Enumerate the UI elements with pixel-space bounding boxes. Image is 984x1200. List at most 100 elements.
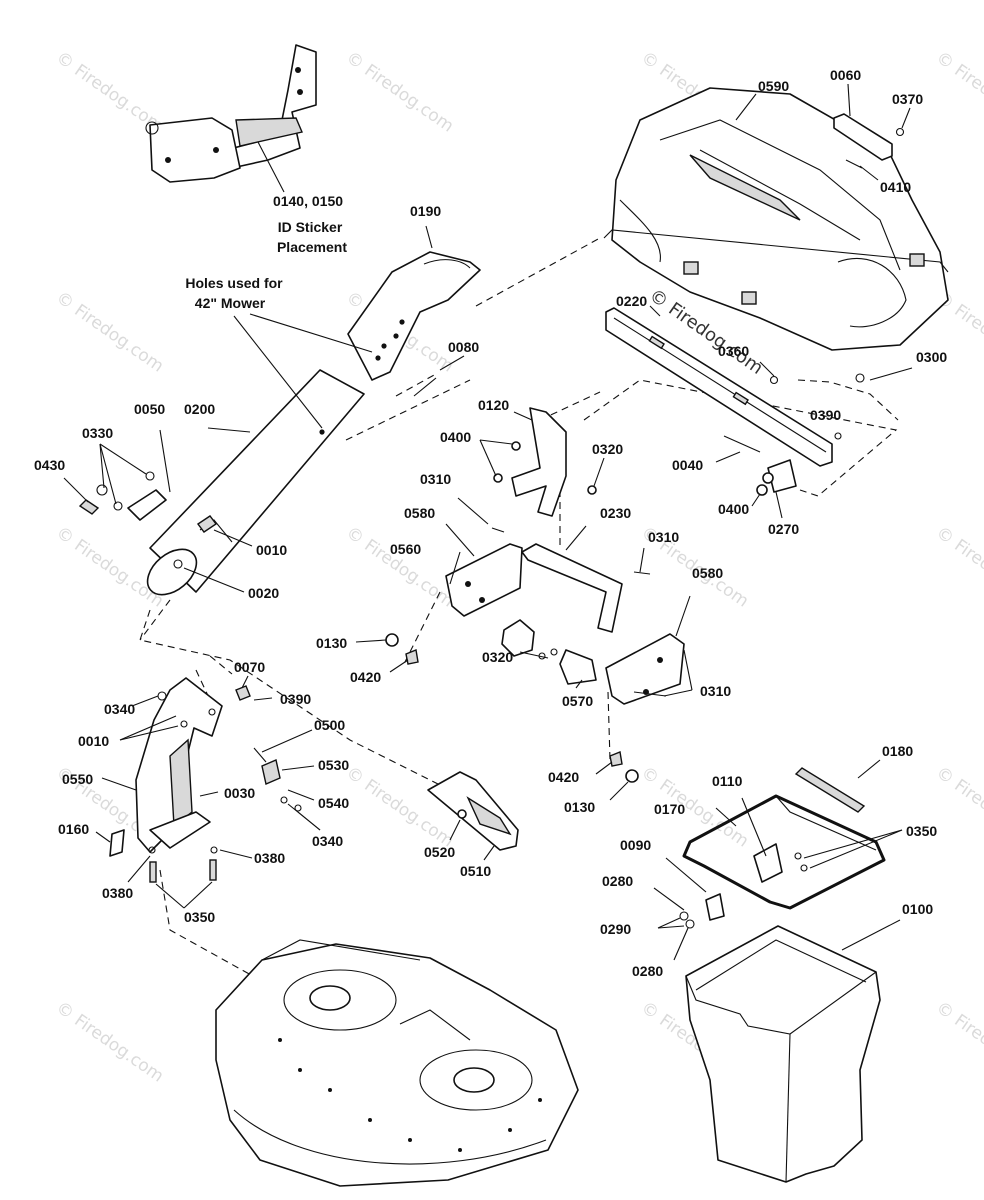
watermark: © Firedog.com [52, 288, 167, 377]
callout-label: 0390 [280, 691, 311, 707]
callout-label: 0550 [62, 771, 93, 787]
callout-label: 0090 [620, 837, 651, 853]
callout-label: 0200 [184, 401, 215, 417]
deflector-shield [427, 771, 519, 861]
callout-label: 0410 [880, 179, 911, 195]
callout-label: 0380 [102, 885, 133, 901]
watermark: © Firedog.com [932, 998, 984, 1087]
callout-label: 0040 [672, 457, 703, 473]
id-sticker-note-line3: Placement [277, 239, 347, 255]
callout-label: 0230 [600, 505, 631, 521]
latch-assembly [501, 619, 597, 689]
callout-label: 0420 [548, 769, 579, 785]
callout-label: 0170 [654, 801, 685, 817]
center-bracket [479, 407, 605, 517]
callout-label: 0320 [592, 441, 623, 457]
rail-bracket [751, 459, 797, 519]
callout-label: 0270 [768, 521, 799, 537]
callout-label: 0180 [882, 743, 913, 759]
callout-label: 0370 [892, 91, 923, 107]
deflector-assembly [95, 675, 321, 909]
holes-leader [249, 313, 373, 353]
callout-label: 0590 [758, 78, 789, 94]
watermark: © Firedog.com [52, 523, 167, 612]
watermark: © Firedog.com [932, 523, 984, 612]
callout-label: 0570 [562, 693, 593, 709]
callout-label: 0220 [616, 293, 647, 309]
callout-label: 0340 [104, 701, 135, 717]
callout-label: 0280 [602, 873, 633, 889]
watermark: © Firedog.com [52, 48, 167, 137]
callout-label: 0310 [648, 529, 679, 545]
callout-label: 0560 [390, 541, 421, 557]
upper-chute [347, 225, 481, 381]
callout-label: 0500 [314, 717, 345, 733]
callout-label: 0020 [248, 585, 279, 601]
bag-handle [833, 83, 911, 181]
callout-label: 0340 [312, 833, 343, 849]
callout-labels: 0590 0060 0370 0410 0190 0080 0220 0360 … [34, 67, 947, 979]
callout-label: 0400 [718, 501, 749, 517]
callout-label: 0100 [902, 901, 933, 917]
knobs [355, 633, 639, 801]
bag-frame [653, 794, 903, 961]
bag-rod [794, 759, 881, 813]
callout-label: 0530 [318, 757, 349, 773]
callout-label: 0580 [404, 505, 435, 521]
callout-label: 0320 [482, 649, 513, 665]
callout-label: 0080 [448, 339, 479, 355]
left-hardware [63, 443, 253, 593]
callout-label: 0030 [224, 785, 255, 801]
watermark: © Firedog.com [932, 763, 984, 852]
callout-label: 0580 [692, 565, 723, 581]
callout-label: 0350 [906, 823, 937, 839]
callout-label: 0300 [916, 349, 947, 365]
assembly-lines [139, 237, 899, 981]
callout-label: 0070 [234, 659, 265, 675]
misc-leaders [413, 305, 913, 397]
callout-label: 0380 [254, 850, 285, 866]
callout-label: 0130 [316, 635, 347, 651]
holes-note-line1: Holes used for [185, 275, 283, 291]
callout-label: 0120 [478, 397, 509, 413]
mounting-bracket [145, 44, 317, 193]
watermark: © Firedog.com [342, 48, 457, 137]
callout-label: 0290 [600, 921, 631, 937]
callout-label: 0130 [564, 799, 595, 815]
callout-label: 0050 [134, 401, 165, 417]
callout-label: 0350 [184, 909, 215, 925]
callout-label: 0280 [632, 963, 663, 979]
callout-label: 0510 [460, 863, 491, 879]
mower-deck [215, 939, 579, 1187]
callout-label: 0190 [410, 203, 441, 219]
lower-chute-tube [146, 369, 365, 596]
callout-label: 0160 [58, 821, 89, 837]
callout-label: 0310 [700, 683, 731, 699]
callout-label: 0400 [440, 429, 471, 445]
callout-label: 0540 [318, 795, 349, 811]
watermark: © Firedog.com [932, 48, 984, 137]
callout-label: 0390 [810, 407, 841, 423]
callout-label: 0330 [82, 425, 113, 441]
callout-label: 0110 [712, 773, 743, 789]
id-sticker-note-line1: 0140, 0150 [273, 193, 343, 209]
watermark: © Firedog.com [342, 763, 457, 852]
callout-label: 0060 [830, 67, 861, 83]
callout-label: 0310 [420, 471, 451, 487]
holes-leader [233, 315, 323, 429]
id-sticker-note-line2: ID Sticker [278, 219, 343, 235]
mount-rail [605, 307, 842, 467]
holes-note-line2: 42" Mower [195, 295, 266, 311]
watermark: © Firedog.com [52, 998, 167, 1087]
callout-label: 0430 [34, 457, 65, 473]
grass-bag [685, 919, 901, 1183]
watermark: © Firedog.com [342, 523, 457, 612]
callout-label: 0010 [78, 733, 109, 749]
callout-label: 0010 [256, 542, 287, 558]
callout-label: 0420 [350, 669, 381, 685]
callout-label: 0360 [718, 343, 749, 359]
mount-plates [445, 497, 693, 705]
callout-label: 0520 [424, 844, 455, 860]
bag-top-cover [603, 87, 949, 351]
